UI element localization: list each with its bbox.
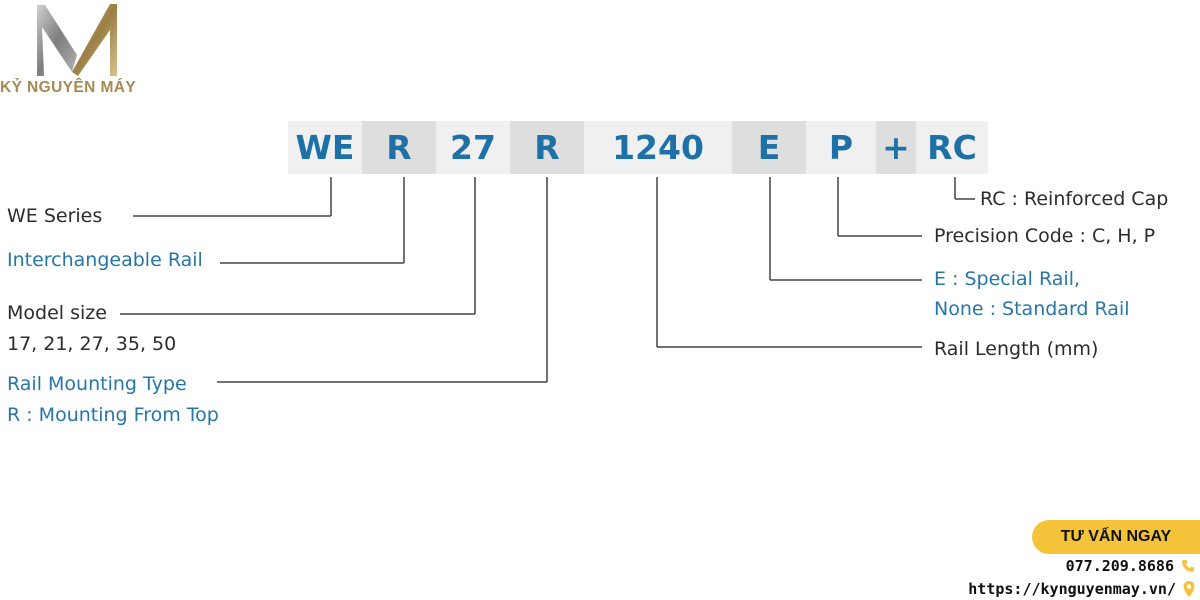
label-we-series: WE Series bbox=[7, 205, 103, 227]
label-model-size: Model size bbox=[7, 302, 107, 324]
code-segment-mounting-type: R bbox=[510, 121, 584, 174]
website-link[interactable]: https://kynguyenmay.vn/ bbox=[968, 580, 1176, 598]
code-segment-rail-type: R bbox=[362, 121, 436, 174]
label-model-size-values: 17, 21, 27, 35, 50 bbox=[7, 333, 177, 355]
label-reinforced-cap: RC : Reinforced Cap bbox=[980, 188, 1169, 210]
url-row[interactable]: https://kynguyenmay.vn/ bbox=[968, 580, 1196, 598]
label-precision-code: Precision Code : C, H, P bbox=[934, 225, 1156, 247]
label-mounting-from-top: R : Mounting From Top bbox=[7, 404, 219, 426]
code-segment-cap: RC bbox=[916, 121, 988, 174]
logo-mark-icon bbox=[37, 4, 117, 76]
code-segment-precision: P bbox=[806, 121, 876, 174]
code-segment-plus: + bbox=[876, 121, 916, 174]
phone-row[interactable]: 077.209.8686 bbox=[1066, 557, 1196, 575]
label-special-rail: E : Special Rail, bbox=[934, 268, 1081, 290]
code-segment-special-rail: E bbox=[732, 121, 806, 174]
phone-icon bbox=[1182, 560, 1194, 572]
label-standard-rail: None : Standard Rail bbox=[934, 298, 1130, 320]
code-segment-model-size: 27 bbox=[436, 121, 510, 174]
logo-text: KỶ NGUYÊN MÁY bbox=[0, 79, 137, 96]
label-rail-length: Rail Length (mm) bbox=[934, 338, 1099, 360]
location-pin-icon bbox=[1183, 581, 1195, 597]
code-segment-rail-length: 1240 bbox=[584, 121, 732, 174]
phone-number[interactable]: 077.209.8686 bbox=[1065, 557, 1174, 575]
label-interchangeable-rail: Interchangeable Rail bbox=[7, 249, 203, 271]
code-segment-series: WE bbox=[288, 121, 362, 174]
label-rail-mounting-type: Rail Mounting Type bbox=[7, 373, 187, 395]
logo bbox=[0, 0, 160, 105]
consult-now-button[interactable]: TƯ VẤN NGAY bbox=[1032, 520, 1200, 554]
